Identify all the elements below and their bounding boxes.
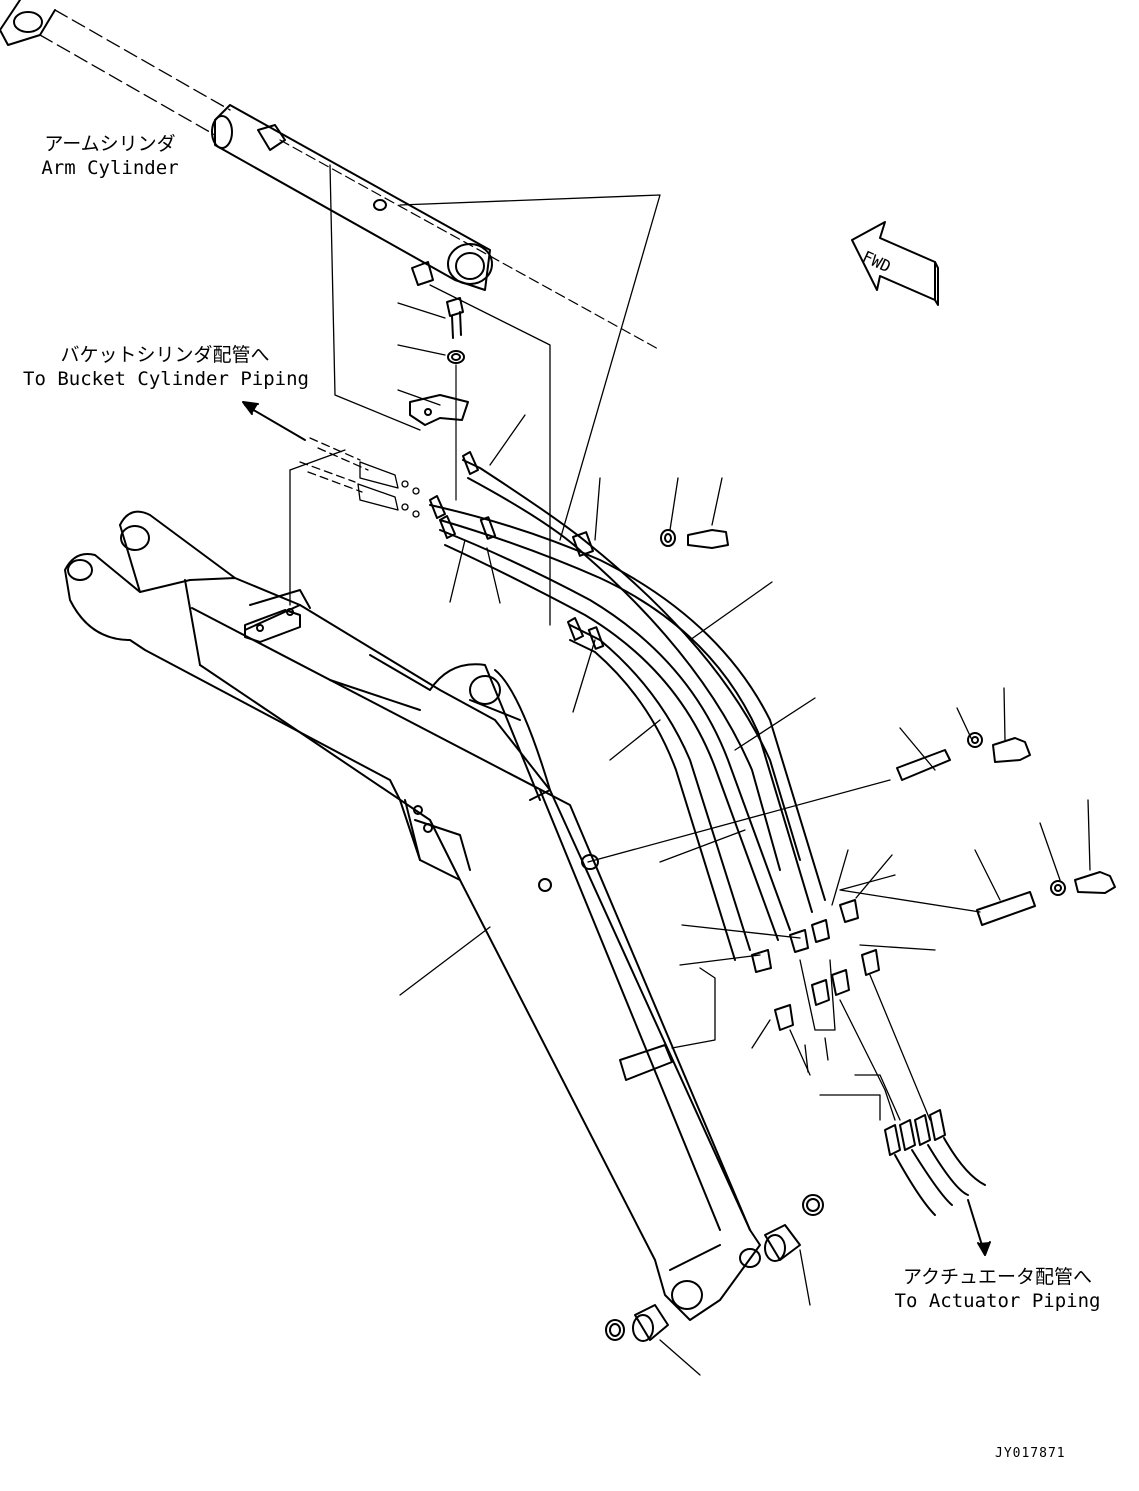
- leader-lines: [289, 164, 1091, 1376]
- clamp-plate-lower: [976, 871, 1116, 926]
- bucket-piping-arrow: [242, 401, 306, 441]
- bucket-hoses: [299, 437, 420, 518]
- arm-cylinder-label-en: Arm Cylinder: [41, 157, 179, 179]
- arm-cylinder-label-jp: アームシリンダ: [44, 133, 176, 155]
- actuator-hose-ends: [884, 1109, 991, 1256]
- actuator-piping-label-jp: アクチュエータ配管へ: [902, 1266, 1093, 1288]
- bucket-piping-label-jp: バケットシリンダ配管へ: [60, 344, 270, 366]
- washer-bolt-upper: [660, 529, 729, 549]
- fwd-direction-arrow: [851, 221, 939, 306]
- clamp-bolt-set: [409, 297, 469, 501]
- arm-pipes: [429, 451, 826, 961]
- hose-fittings: [751, 899, 931, 1121]
- arm-pipe-bracket: [244, 608, 301, 643]
- arm-cylinder: [0, 0, 661, 351]
- actuator-piping-label-en: To Actuator Piping: [894, 1290, 1101, 1312]
- bushing-right: [764, 1194, 824, 1262]
- arm-body: [64, 510, 761, 1321]
- bushing-left: [605, 1304, 669, 1342]
- drawing-code: JY017871: [995, 1446, 1066, 1461]
- bucket-piping-label-en: To Bucket Cylinder Piping: [23, 368, 309, 390]
- clamp-plate-upper: [896, 732, 1031, 781]
